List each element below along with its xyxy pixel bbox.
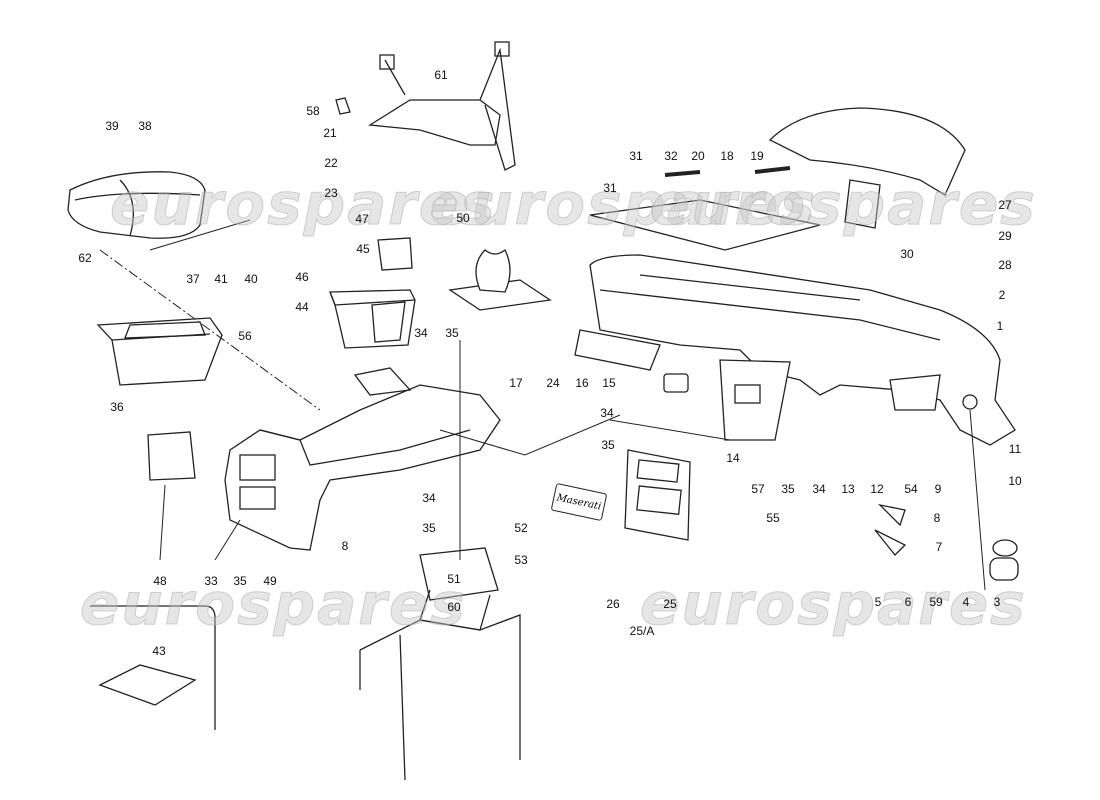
callout: 1 <box>996 319 1004 333</box>
inset-frame <box>90 605 216 730</box>
ashtray <box>329 237 416 349</box>
dashboard <box>574 254 1016 446</box>
callout: 34 <box>414 326 428 340</box>
gear-boot <box>448 248 552 311</box>
center-console <box>224 367 501 551</box>
callout: 61 <box>434 68 448 82</box>
switch-panel <box>147 431 196 481</box>
console-bracket <box>335 41 516 171</box>
top-panel <box>589 199 821 251</box>
callout: 25/A <box>629 624 655 638</box>
callout: 3 <box>993 595 1001 609</box>
cover-plate <box>98 664 197 706</box>
callout: 21 <box>323 126 337 140</box>
callout: 26 <box>606 597 620 611</box>
watermark: eurospares <box>650 170 1037 239</box>
callout: 13 <box>841 482 855 496</box>
callout: 46 <box>295 270 309 284</box>
callout: 36 <box>110 400 124 414</box>
callout: 41 <box>214 272 228 286</box>
callout: 16 <box>575 376 589 390</box>
callout: 2 <box>998 288 1006 302</box>
callout: 12 <box>870 482 884 496</box>
callout: 35 <box>233 574 247 588</box>
radio-plate <box>624 449 691 541</box>
storage-tray <box>96 317 223 386</box>
callout: 32 <box>664 149 678 163</box>
callout: 30 <box>900 247 914 261</box>
callout: 38 <box>138 119 152 133</box>
callout: 25 <box>663 597 677 611</box>
instrument-hood <box>768 107 966 229</box>
callout: 20 <box>691 149 705 163</box>
callout: 6 <box>904 595 912 609</box>
callout: 55 <box>766 511 780 525</box>
callout: 27 <box>998 198 1012 212</box>
callout: 44 <box>295 300 309 314</box>
callout: 35 <box>422 521 436 535</box>
watermark: eurospares <box>80 570 467 639</box>
callout: 48 <box>153 574 167 588</box>
callout: 47 <box>355 212 369 226</box>
callout: 43 <box>152 644 166 658</box>
callout: 22 <box>324 156 338 170</box>
callout: 7 <box>935 540 943 554</box>
callout: 8 <box>933 511 941 525</box>
watermark: eurospares <box>110 170 497 239</box>
callout: 33 <box>204 574 218 588</box>
callout: 34 <box>812 482 826 496</box>
callout: 28 <box>998 258 1012 272</box>
callout: 54 <box>904 482 918 496</box>
callout: 31 <box>629 149 643 163</box>
callout: 34 <box>600 406 614 420</box>
callout: 15 <box>602 376 616 390</box>
callout: 18 <box>720 149 734 163</box>
gear-base <box>359 547 521 781</box>
callout: 56 <box>238 329 252 343</box>
callout: 8 <box>341 539 349 553</box>
callout: 51 <box>447 572 461 586</box>
callout: 60 <box>447 600 461 614</box>
callout: 35 <box>601 438 615 452</box>
callout: 52 <box>514 521 528 535</box>
leader-lines <box>99 219 986 591</box>
callout: 37 <box>186 272 200 286</box>
callout: 5 <box>874 595 882 609</box>
callout: 58 <box>306 104 320 118</box>
callout: 23 <box>324 186 338 200</box>
callout: 10 <box>1008 474 1022 488</box>
watermark: eurospares <box>640 570 1027 639</box>
callout: 34 <box>422 491 436 505</box>
callout: 24 <box>546 376 560 390</box>
switch-bezel <box>663 373 689 393</box>
trim-strips <box>664 166 791 177</box>
callout: 62 <box>78 251 92 265</box>
lighter-ring <box>992 539 1018 557</box>
watermark: eurospares <box>430 170 817 239</box>
callout: 50 <box>456 211 470 225</box>
callout: 39 <box>105 119 119 133</box>
callout: 53 <box>514 553 528 567</box>
callout: 40 <box>244 272 258 286</box>
callout: 19 <box>750 149 764 163</box>
callout: 35 <box>445 326 459 340</box>
callout: 57 <box>751 482 765 496</box>
callout: 14 <box>726 451 740 465</box>
callout: 49 <box>263 574 277 588</box>
callout: 9 <box>934 482 942 496</box>
callout: 29 <box>998 229 1012 243</box>
callout: 45 <box>356 242 370 256</box>
callout: 35 <box>781 482 795 496</box>
armrest-cushion <box>67 171 206 239</box>
callout: 59 <box>929 595 943 609</box>
callout: 31 <box>603 181 617 195</box>
callout: 4 <box>962 595 970 609</box>
callout: 17 <box>509 376 523 390</box>
lighter <box>989 557 1019 581</box>
callout: 11 <box>1008 442 1022 456</box>
vent-parts <box>874 503 907 556</box>
